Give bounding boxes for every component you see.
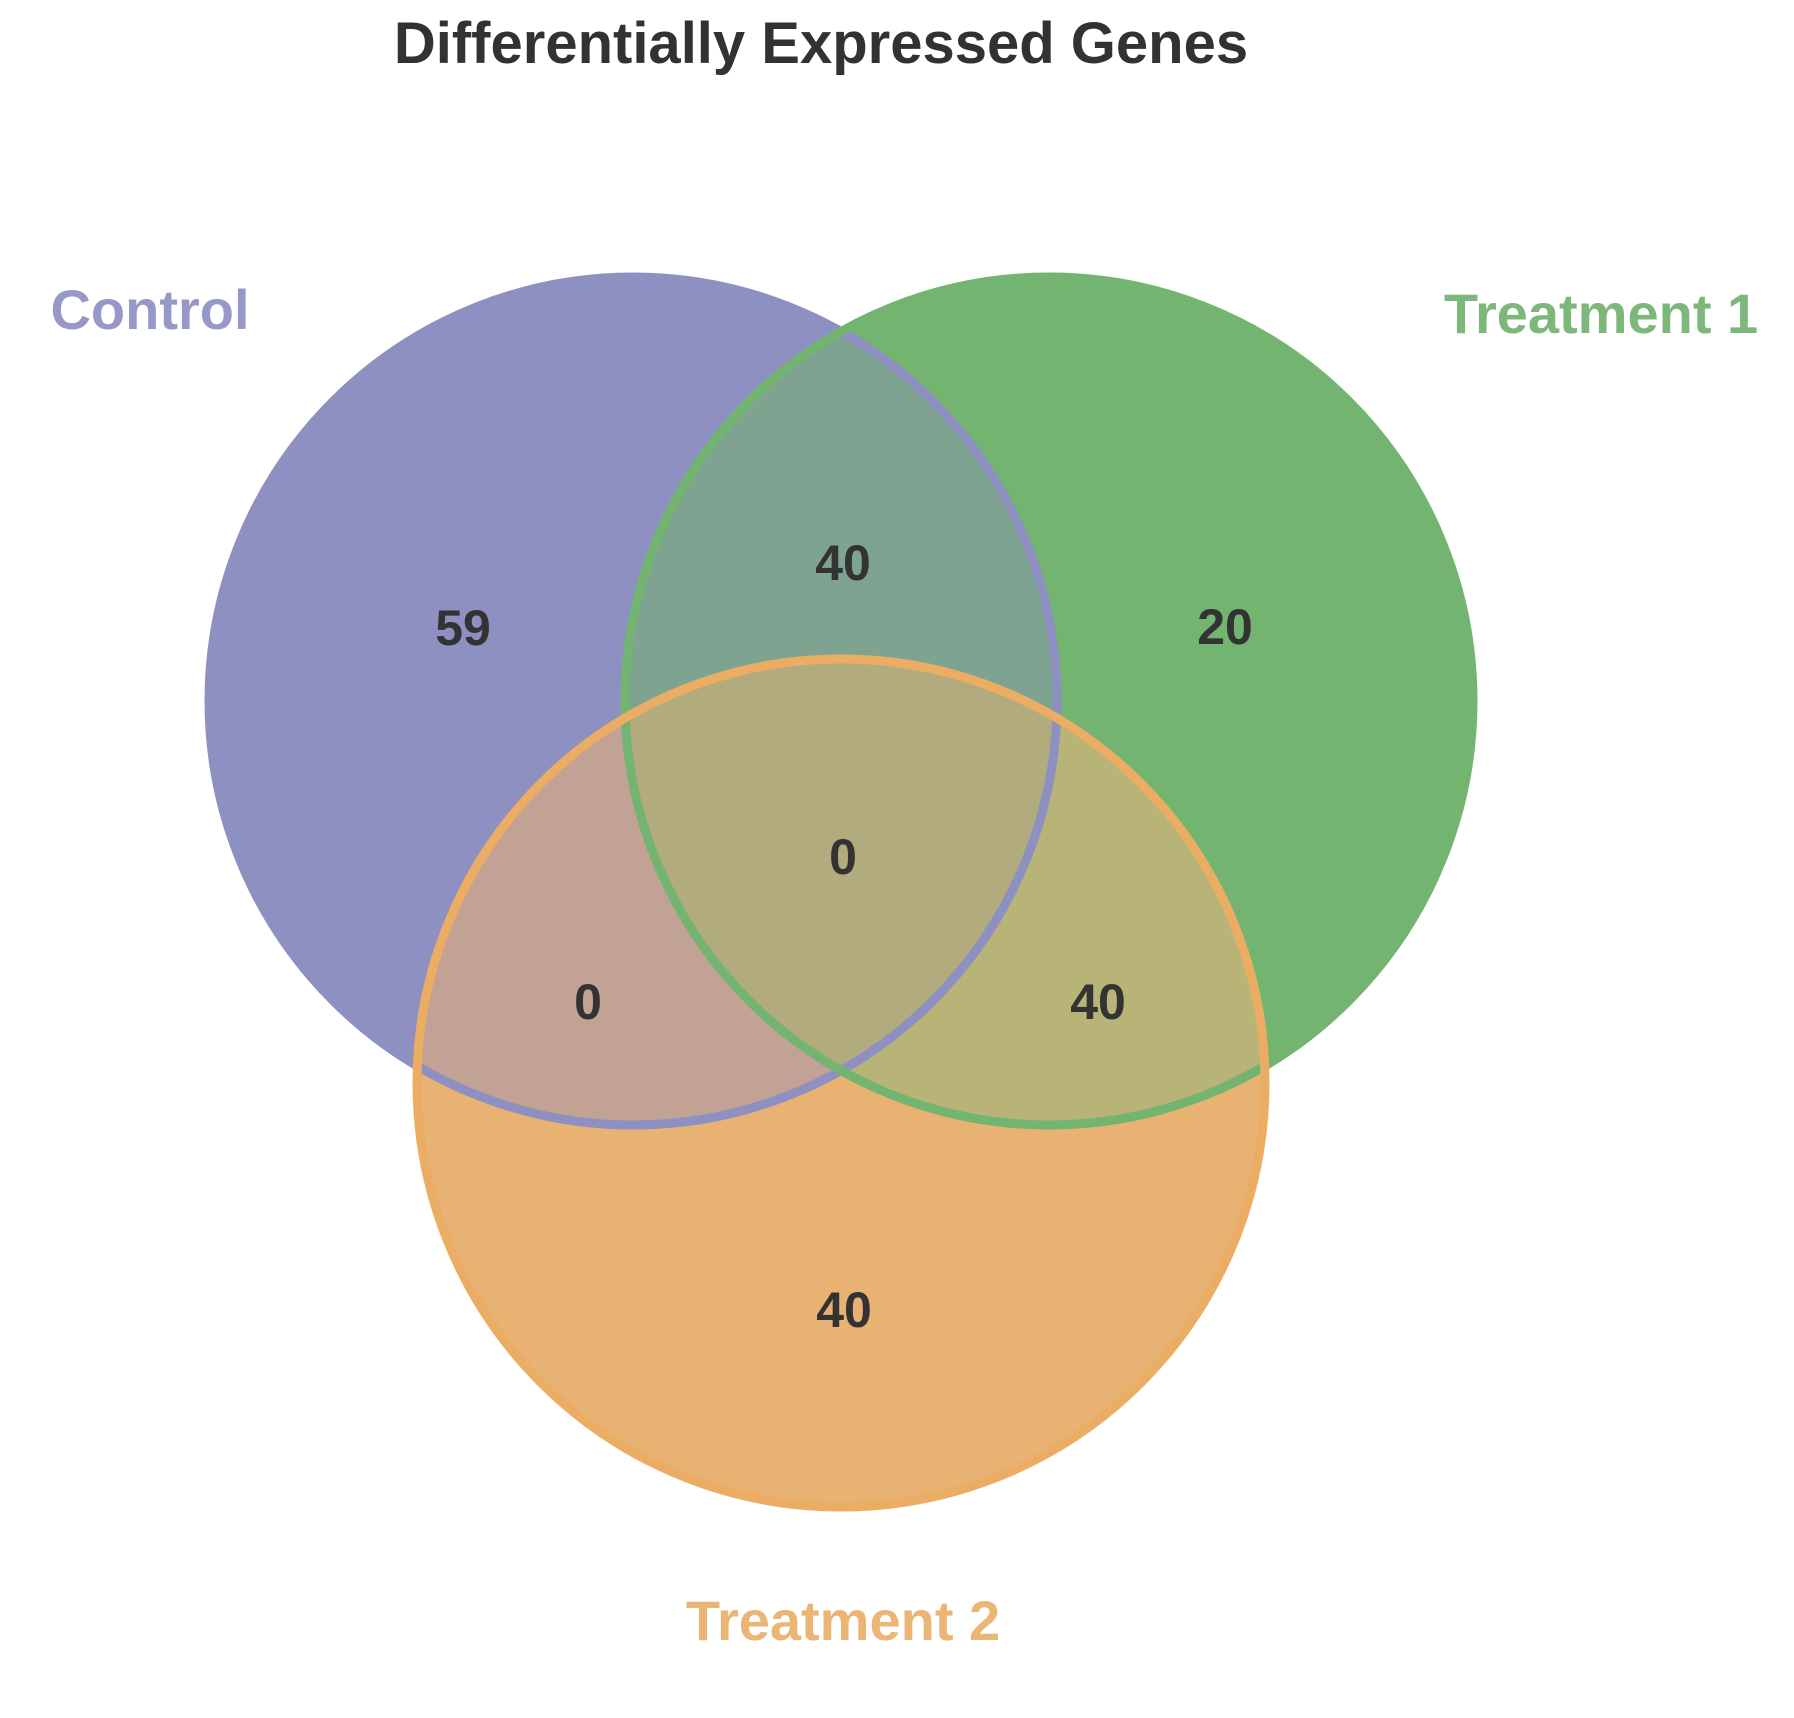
set-label-control: Control bbox=[50, 278, 249, 341]
count-treatment1-only: 20 bbox=[1197, 599, 1253, 655]
set-label-treatment2: Treatment 2 bbox=[686, 1589, 1000, 1652]
treatment2-circle-outline bbox=[412, 654, 1270, 1512]
count-control-treatment1: 40 bbox=[815, 535, 871, 591]
count-treatment1-treatment2: 40 bbox=[1070, 974, 1126, 1030]
set-label-treatment1: Treatment 1 bbox=[1444, 282, 1758, 345]
count-triple-intersection: 0 bbox=[829, 829, 857, 885]
count-control-only: 59 bbox=[435, 600, 491, 656]
count-treatment2-only: 40 bbox=[816, 1282, 872, 1338]
treatment1-circle-outline bbox=[620, 272, 1478, 1130]
count-control-treatment2: 0 bbox=[574, 974, 602, 1030]
control-circle-outline bbox=[204, 272, 1062, 1130]
chart-title: Differentially Expressed Genes bbox=[394, 11, 1248, 76]
